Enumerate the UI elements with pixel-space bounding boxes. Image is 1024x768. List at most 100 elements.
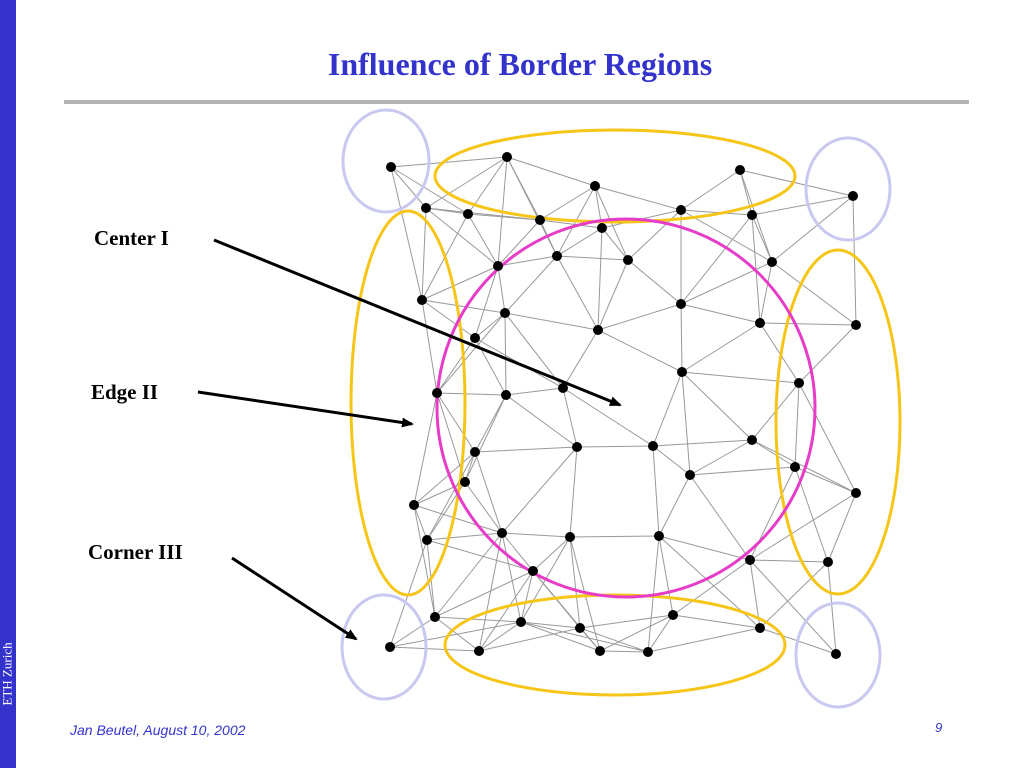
network-node [747,435,757,445]
network-node [590,181,600,191]
network-node [767,257,777,267]
network-edge [569,536,581,629]
label-arrows [197,238,622,641]
network-node [745,555,755,565]
network-edge [749,559,837,655]
corner-region-bottom-right [794,601,882,709]
network-edge [751,439,857,494]
network-node [851,488,861,498]
network-edge [597,303,682,331]
network-edge [390,156,508,168]
network-edge [681,371,753,441]
network-edge [749,559,829,563]
network-edge [390,166,423,301]
network-edge [413,504,503,534]
network-node [685,470,695,480]
network-edge [658,535,751,561]
title-divider [64,100,969,104]
network-edge [681,371,800,384]
network-edge [798,382,857,494]
network-edge [464,481,503,534]
network-node [500,308,510,318]
network-edge [562,329,599,389]
edge-region-left [349,209,467,597]
network-edge [464,394,507,483]
network-edge [539,219,558,257]
network-edge [413,481,466,506]
network-node [535,215,545,225]
network-edge [421,299,506,314]
corner-arrow [231,556,358,641]
network-edge [751,214,773,263]
network-edge [464,451,476,483]
network-edge [497,255,558,267]
network-edge [658,474,691,537]
network-node [755,318,765,328]
network-edge [647,627,761,653]
network-edge [413,451,476,506]
network-edge [426,532,503,541]
network-node [430,612,440,622]
network-edge [680,209,753,216]
region-outlines [340,108,902,709]
network-edge [478,621,522,652]
network-node [422,535,432,545]
network-edge [474,265,499,339]
corner-region-top-right [804,136,892,242]
network-node [831,649,841,659]
network-edge [597,329,683,373]
network-node [823,557,833,567]
network-edge [421,207,427,301]
network-edge [562,387,578,448]
network-edge [504,255,558,314]
network-node [677,367,687,377]
network-node [460,477,470,487]
network-edge [426,539,534,572]
network-node [643,647,653,657]
network-edge [647,614,674,653]
network-edge [739,169,854,197]
network-edge [413,392,438,506]
network-edge [597,227,603,331]
network-edge [759,322,857,326]
network-edge [680,169,741,211]
network-edge [421,299,476,339]
network-edge [501,532,522,623]
network-edge [478,627,581,652]
network-node [851,320,861,330]
network-edge [597,259,629,331]
network-edge [689,439,753,476]
edge-region-top [433,128,797,224]
edge-arrow [197,390,414,428]
network-edge [680,303,683,373]
network-node [755,623,765,633]
network-edge [504,312,507,396]
network-node [497,528,507,538]
network-edge [421,265,499,301]
network-node [565,532,575,542]
network-edge [579,614,674,629]
network-edge [681,371,691,476]
network-edge [771,195,854,263]
network-edge [759,561,829,629]
network-edge [474,394,507,453]
network-node [676,299,686,309]
network-node [735,165,745,175]
network-node [558,383,568,393]
center-label: Center I [94,226,169,250]
network-edge [501,532,534,572]
network-node [417,295,427,305]
network-edge [798,324,857,384]
network-edge [426,451,476,541]
network-edge [759,261,773,324]
network-edge [652,445,660,537]
network-edge [680,214,753,305]
network-node [432,388,442,398]
network-edge [576,445,654,448]
network-node [386,162,396,172]
network-edge [658,535,674,616]
network-node [595,646,605,656]
network-node [421,203,431,213]
network-edge [497,265,506,314]
